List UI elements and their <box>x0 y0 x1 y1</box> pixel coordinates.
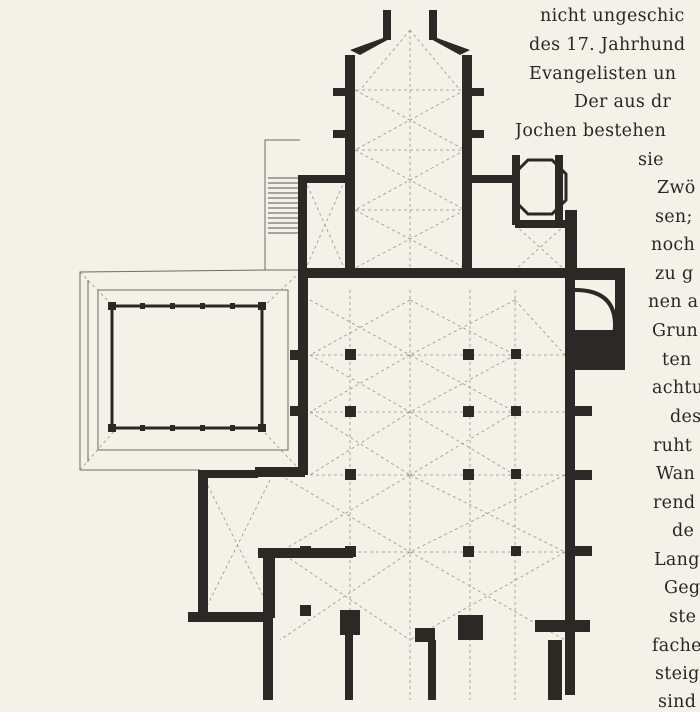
text-line: Lang <box>654 550 700 570</box>
text-line: Zwö <box>657 178 696 198</box>
east-apse <box>574 288 618 357</box>
cloister <box>110 304 264 430</box>
octagon-tower <box>512 158 568 216</box>
text-line: sind <box>658 692 697 712</box>
walls <box>188 10 625 700</box>
text-line: Grun <box>652 321 699 341</box>
text-line: sen; <box>655 207 693 227</box>
text-line: Jochen bestehen <box>515 121 667 141</box>
text-line: Evangelisten un <box>529 64 677 84</box>
text-line: ten <box>662 350 692 370</box>
text-line: rend <box>653 493 696 513</box>
vault-lines <box>79 29 566 700</box>
nave-pillars <box>300 349 521 616</box>
text-line: sie <box>638 150 664 170</box>
text-line: achtu <box>652 378 700 398</box>
cloister-posts <box>108 302 266 432</box>
text-line: steig <box>655 664 700 684</box>
text-line: de <box>672 521 695 541</box>
text-line: zu g <box>655 264 694 284</box>
text-line: fache <box>652 636 700 656</box>
text-line: nen a <box>648 292 699 312</box>
text-line: Der aus dr <box>574 92 672 112</box>
staircase <box>268 177 298 234</box>
text-line: ruht <box>653 436 693 456</box>
text-line: nicht ungeschic <box>540 6 685 26</box>
text-line: Wan <box>656 464 696 484</box>
text-line: Geg <box>664 578 700 598</box>
text-line: ste <box>669 607 697 627</box>
text-line: des 17. Jahrhund <box>529 35 686 55</box>
text-line: noch <box>651 235 696 255</box>
text-line: des <box>670 407 700 427</box>
